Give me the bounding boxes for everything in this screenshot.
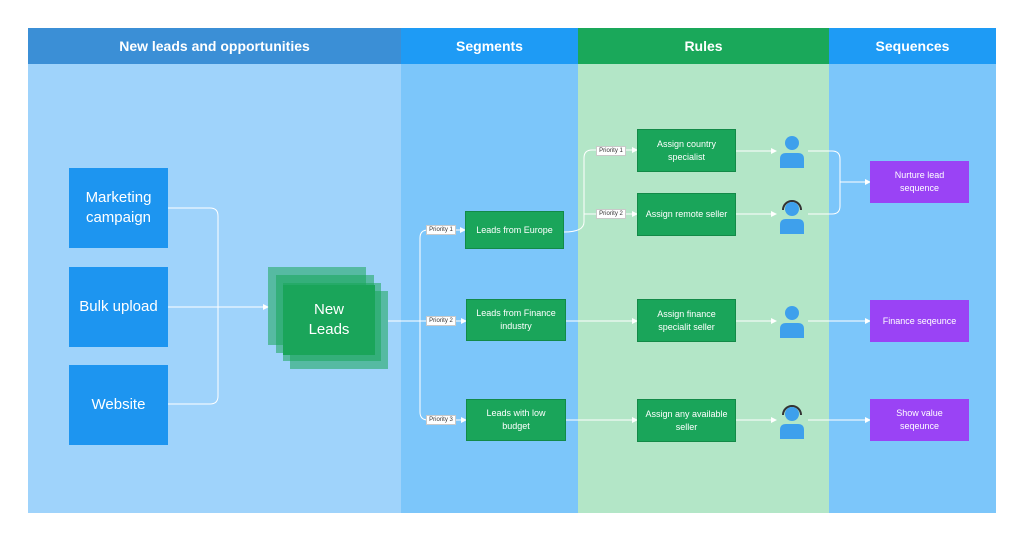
badge-priority-2-finance: Priority 2 [426,316,456,326]
column-body-sequences [829,64,996,513]
badge-priority-2-remote: Priority 2 [596,209,626,219]
person-icon [780,306,804,338]
badge-priority-3-budget: Priority 3 [426,415,456,425]
sequence-finance: Finance seqeunce [870,300,969,342]
segment-leads-from-europe: Leads from Europe [465,211,564,249]
source-marketing-campaign: Marketing campaign [69,168,168,248]
rule-assign-any-seller: Assign any available seller [637,399,736,442]
sequence-show-value: Show value seqeunce [870,399,969,441]
source-website: Website [69,365,168,445]
column-body-segments [401,64,578,513]
rule-assign-remote-seller: Assign remote seller [637,193,736,236]
person-icon [780,136,804,168]
rule-assign-finance-seller: Assign finance specialit seller [637,299,736,342]
person-away-icon [780,200,804,234]
column-header-segments: Segments [401,28,578,64]
rule-assign-country-specialist: Assign country specialist [637,129,736,172]
badge-priority-1-country: Priority 1 [596,146,626,156]
column-header-sequences: Sequences [829,28,996,64]
person-away-icon [780,405,804,439]
column-header-leads: New leads and opportunities [28,28,401,64]
sequence-nurture-lead: Nurture lead sequence [870,161,969,203]
hub-new-leads: New Leads [283,285,375,355]
segment-leads-from-finance: Leads from Finance industry [466,299,566,341]
column-header-rules: Rules [578,28,829,64]
source-bulk-upload: Bulk upload [69,267,168,347]
badge-priority-1-europe: Priority 1 [426,225,456,235]
segment-leads-low-budget: Leads with low budget [466,399,566,441]
